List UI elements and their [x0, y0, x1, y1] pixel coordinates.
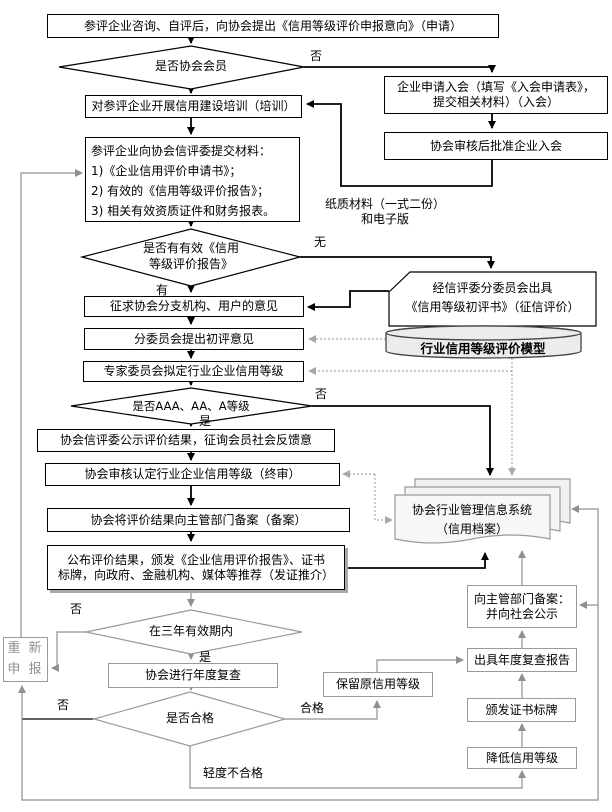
announce-line2: 标牌，向政府、金融机构、媒体等推荐（发证推介）: [57, 567, 334, 582]
record-text: 协会将评价结果向主管部门备案（备案）: [90, 512, 307, 527]
info-system-label: 协会行业管理信息系统 （信用档案）: [411, 502, 532, 536]
annual-review-text: 协会进行年度复查: [144, 668, 241, 682]
annual-review-box: 协会进行年度复查: [108, 663, 278, 688]
seek-opinion-text: 征求协会分支机构、用户的意见: [109, 299, 278, 313]
edge-label-valid-yes: 是: [199, 650, 212, 664]
gov-record-box: 向主管部门备案： 并向社会公示: [467, 585, 577, 628]
reapply-box: 重 新 申 报: [3, 637, 48, 682]
keep-rating-box: 保留原信用等级: [323, 672, 433, 697]
three-year-diamond-shape: [85, 609, 303, 655]
edge-label-aaa-yes: 是: [199, 414, 212, 428]
edge-label-member-no: 否: [310, 49, 323, 63]
black-connectors: [22, 36, 496, 720]
qualified-diamond-label: 是否合格: [165, 711, 214, 726]
initial-opinion-box: 分委员会提出初评意见: [84, 328, 304, 350]
final-review-text: 协会审核认定行业企业信用等级（终审）: [84, 467, 301, 481]
record-box: 协会将评价结果向主管部门备案（备案）: [47, 508, 350, 532]
issue-cert-text: 颁发证书标牌: [485, 702, 558, 717]
initial-opinion-text: 分委员会提出初评意见: [133, 331, 254, 346]
edge-label-qualified-no: 否: [57, 698, 70, 712]
keep-rating-text: 保留原信用等级: [335, 677, 420, 691]
training-box: 对参评企业开展信用建设培训（培训）: [85, 95, 302, 118]
edge-label-qualified-minor: 轻度不合格: [203, 766, 264, 780]
lower-rating-box: 降低信用等级: [467, 747, 577, 769]
edge-label-aaa-no: 否: [315, 387, 328, 401]
info-system-doc-stack: [394, 478, 571, 544]
expert-draft-box: 专家委员会拟定行业企业信用等级: [83, 361, 304, 382]
submit-line1: 参评企业向协会信评委提交材料：: [91, 144, 272, 158]
join-apply-box: 企业申请入会（填写《入会申请表》， 提交相关材料）（入会）: [384, 76, 608, 114]
aaa-diamond-shape: [70, 387, 313, 425]
gray-connectors: [18, 169, 599, 801]
aaa-diamond-label: 是否AAA、AA、A等级: [132, 398, 250, 413]
join-approve-text: 协会审核后批准企业入会: [429, 138, 562, 153]
initial-eval-card-label: 经信评委分委员会出具 《信用等级初评书》（征信评价）: [405, 281, 580, 314]
issue-cert-box: 颁发证书标牌: [467, 698, 576, 722]
paper-note-label: 纸质材料（一式二份） 和电子版: [324, 197, 445, 226]
announce-box: 公布评价结果，颁发《企业信用评价报告》、证书 标牌，向政府、金融机构、媒体等推荐…: [47, 545, 345, 590]
final-review-box: 协会审核认定行业企业信用等级（终审）: [45, 463, 340, 486]
rating-model-label: 行业信用等级评价模型: [420, 340, 546, 356]
member-diamond-shape: [58, 45, 305, 90]
join-approve-box: 协会审核后批准企业入会: [384, 132, 608, 160]
seek-opinion-box: 征求协会分支机构、用户的意见: [84, 296, 304, 317]
gov-record-line2: 并向社会公示: [485, 606, 558, 621]
member-diamond-label: 是否协会会员: [154, 59, 227, 74]
submit-line3: 2) 有效的《信用等级评价报告》；: [91, 184, 270, 198]
submit-line4: 3) 相关有效资质证件和财务报表。: [91, 204, 276, 218]
expert-draft-text: 专家委员会拟定行业企业信用等级: [103, 364, 284, 378]
join-apply-line2: 提交相关材料）（入会）: [432, 95, 559, 109]
edge-label-valid-no: 否: [70, 602, 83, 616]
edge-label-qualified-ok: 合格: [300, 701, 325, 715]
gov-record-line1: 向主管部门备案：: [473, 591, 570, 606]
report-diamond-label: 是否有有效《信用 等级评价报告》: [142, 241, 239, 271]
publicize-box: 协会信评委公示评价结果，征询会员社会反馈意: [37, 429, 335, 452]
submit-line2: 1)《企业信用评价申请书》；: [91, 164, 242, 178]
qualified-diamond-shape: [91, 691, 288, 747]
announce-line1: 公布评价结果，颁发《企业信用评价报告》、证书: [66, 552, 325, 567]
review-report-text: 出具年度复查报告: [473, 652, 570, 667]
submit-materials-box: 参评企业向协会信评委提交材料： 1)《企业信用评价申请书》； 2) 有效的《信用…: [85, 137, 300, 222]
lower-rating-text: 降低信用等级: [485, 750, 558, 765]
rating-model-cylinder-shape: [385, 325, 582, 359]
apply-text: 参评企业咨询、自评后，向协会提出《信用等级评价申报意向》（申请）: [83, 18, 462, 33]
edge-label-report-yes: 有: [156, 283, 169, 297]
training-text: 对参评企业开展信用建设培训（培训）: [91, 99, 296, 113]
review-report-box: 出具年度复查报告: [467, 648, 577, 672]
initial-eval-card-shape: [388, 271, 597, 327]
publicize-text: 协会信评委公示评价结果，征询会员社会反馈意: [59, 433, 312, 447]
apply-box: 参评企业咨询、自评后，向协会提出《信用等级评价申报意向》（申请）: [47, 14, 499, 38]
three-year-diamond-label: 在三年有效期内: [148, 624, 233, 639]
dotted-connectors: [308, 335, 516, 524]
report-diamond-shape: [79, 228, 303, 287]
reapply-line1: 重 新: [7, 640, 44, 656]
join-apply-line1: 企业申请入会（填写《入会申请表》，: [396, 80, 595, 94]
reapply-line2: 申 报: [7, 661, 44, 677]
edge-label-report-no: 无: [314, 235, 327, 249]
